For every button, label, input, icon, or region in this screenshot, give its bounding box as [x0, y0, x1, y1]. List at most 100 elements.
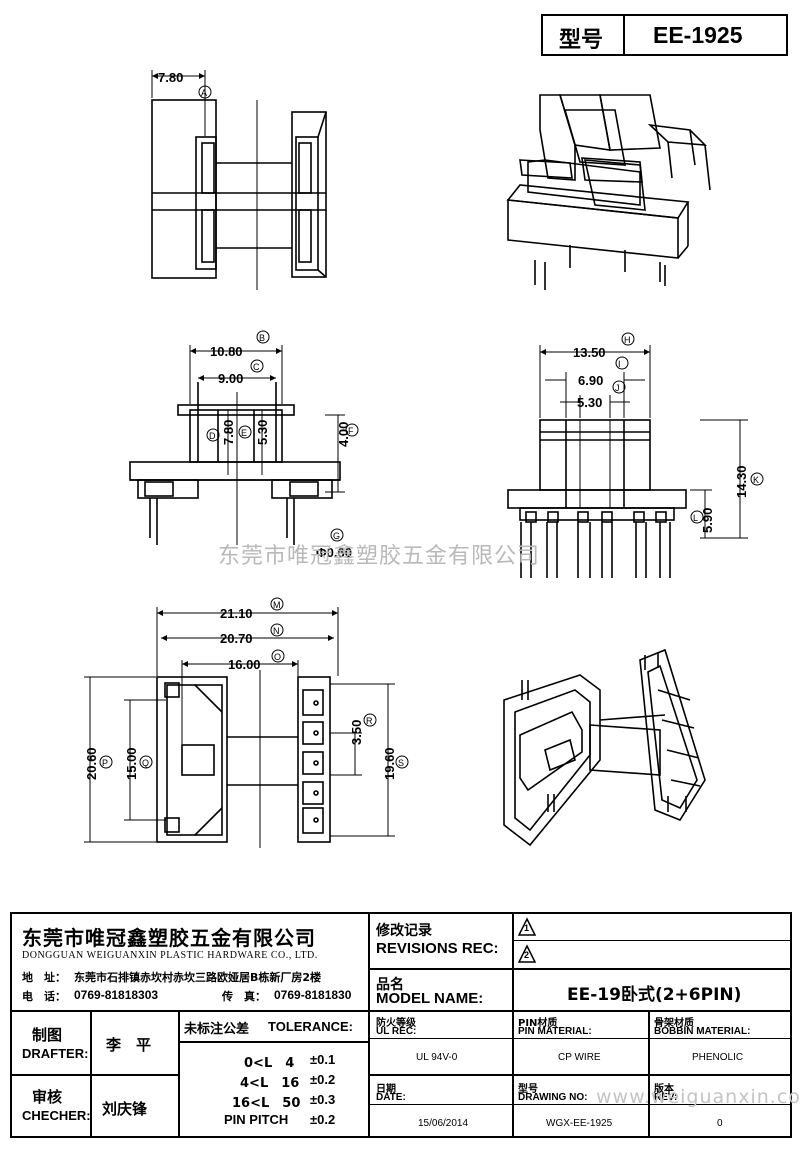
dim-bottom-h3: 19.60: [382, 747, 397, 780]
tolerance-label-en: TOLERANCE:: [268, 1019, 353, 1034]
pin-material-value: CP WIRE: [558, 1052, 601, 1063]
pin-material-label-en: PIN MATERIAL:: [518, 1026, 592, 1037]
checker-label-cn: 审核: [32, 1088, 63, 1106]
bottom-view: [84, 607, 395, 848]
company-fax-label: 传 真：: [222, 990, 266, 1003]
title-block: 东莞市唯冠鑫塑胶五金有限公司 DONGGUAN WEIGUANXIN PLAST…: [10, 912, 792, 1138]
dim-tag-j: J: [615, 383, 620, 393]
dim-tag-s: S: [398, 758, 404, 768]
dim-front-flange: 4.00: [336, 422, 351, 447]
model-header-label: 型号: [559, 28, 604, 53]
dim-side-base: 5.90: [700, 508, 715, 533]
company-name-en: DONGGUAN WEIGUANXIN PLASTIC HARDWARE CO.…: [22, 950, 318, 961]
company-address: 东莞市石排镇赤坎村赤坎三路欧娅居B栋新厂房2楼: [74, 971, 322, 984]
dim-side-outer: 13.50: [573, 345, 606, 360]
dim-tag-l: L: [693, 513, 698, 523]
front-view: [129, 345, 345, 545]
drawing-no-label-cn: 型号: [518, 1084, 538, 1095]
tolerance-row-4-range: PIN PITCH: [224, 1112, 289, 1127]
tolerance-row-2-value: ±0.2: [310, 1072, 336, 1087]
tolerance-label-cn: 未标注公差: [184, 1022, 250, 1037]
dim-bottom-w2: 20.70: [220, 631, 253, 646]
dim-bottom-h2: 15.00: [124, 747, 139, 780]
pin-material-label-cn: PIN材质: [518, 1018, 558, 1029]
drafter-label-en: DRAFTER:: [22, 1046, 89, 1061]
model-name-value: EE-19卧式(2+6PIN): [567, 985, 742, 1005]
dim-tag-o: O: [274, 652, 281, 662]
drawing-no-label-en: DRAWING NO:: [518, 1092, 588, 1103]
revision-triangle-1-icon: [517, 917, 537, 936]
tolerance-row-3-range: 16<L 50: [232, 1096, 301, 1111]
dim-side-mid: 6.90: [578, 373, 603, 388]
company-phone-label: 电 话：: [22, 990, 66, 1003]
watermark: 东莞市唯冠鑫塑胶五金有限公司: [218, 544, 541, 569]
dim-tag-i: I: [618, 359, 621, 369]
dim-tag-b: B: [259, 333, 265, 343]
bobbin-material-label-en: BOBBIN MATERIAL:: [654, 1026, 751, 1037]
ul-value: UL 94V-0: [416, 1052, 458, 1063]
dim-front-height-b: 5.30: [255, 420, 270, 445]
tolerance-row-2-range: 4<L 16: [240, 1076, 300, 1091]
dim-tag-h: H: [624, 335, 631, 345]
dim-tag-q: Q: [142, 758, 149, 768]
tolerance-row-1-value: ±0.1: [310, 1052, 336, 1067]
revision-triangle-2-icon: [517, 944, 537, 963]
dim-tag-c: C: [253, 362, 260, 372]
dim-bottom-pitch: 3.50: [349, 720, 364, 745]
company-phone: 0769-81818303: [74, 988, 159, 1002]
tolerance-row-4-value: ±0.2: [310, 1112, 336, 1127]
company-name-cn: 东莞市唯冠鑫塑胶五金有限公司: [22, 926, 316, 950]
bobbin-material-label-cn: 骨架材质: [654, 1018, 694, 1029]
dim-tag-f: F: [348, 426, 354, 436]
side-view: [507, 345, 748, 578]
rev-label-cn: 版本: [654, 1084, 674, 1095]
checker-label-en: CHECHER:: [22, 1108, 91, 1123]
dim-front-pin-dia: Φ0.60: [316, 545, 352, 560]
dim-front-outer: 10.80: [210, 344, 243, 359]
model-name-label-en: MODEL NAME:: [376, 990, 484, 1007]
dim-tag-e: E: [241, 428, 247, 438]
dim-side-inner: 5.30: [577, 395, 602, 410]
dim-tag-p: P: [102, 758, 108, 768]
tolerance-row-1-range: 0<L 4: [244, 1056, 295, 1071]
dim-bottom-h1: 20.60: [84, 747, 99, 780]
model-name-label-cn: 品名: [376, 977, 404, 993]
model-header-value: EE-1925: [653, 22, 743, 48]
ul-label-cn: 防火等级: [376, 1018, 416, 1029]
dim-tag-g: G: [333, 531, 340, 541]
tolerance-row-3-value: ±0.3: [310, 1092, 336, 1107]
checker-name: 刘庆锋: [102, 1100, 148, 1118]
revisions-label-cn: 修改记录: [376, 923, 432, 939]
model-header-box: 型号 EE-1925: [541, 14, 788, 56]
revision-2-number: 2: [524, 950, 530, 960]
dim-front-inner: 9.00: [218, 371, 243, 386]
dim-tag-r: R: [366, 716, 373, 726]
rev-label-en: REV:: [654, 1092, 678, 1103]
dim-tag-k: K: [753, 475, 759, 485]
drafter-name: 李 平: [106, 1036, 152, 1054]
dim-side-height: 14.30: [734, 465, 749, 498]
dim-front-height-a: 7.80: [221, 420, 236, 445]
dim-tag-m: M: [273, 600, 281, 610]
ul-label-en: UL REC:: [376, 1026, 417, 1037]
date-label-cn: 日期: [376, 1084, 396, 1095]
company-address-label: 地 址：: [22, 971, 66, 984]
dim-bottom-w1: 21.10: [220, 606, 253, 621]
dim-bottom-w3: 16.00: [228, 657, 261, 672]
drafter-label-cn: 制图: [32, 1026, 63, 1044]
isometric-view-top: [506, 94, 711, 290]
bobbin-material-value: PHENOLIC: [692, 1052, 744, 1063]
revisions-label-en: REVISIONS REC:: [376, 940, 499, 957]
date-value: 15/06/2014: [418, 1118, 469, 1129]
watermark-url: www.weiguanxin.com: [596, 1086, 800, 1108]
revision-1-number: 1: [524, 923, 530, 933]
drawing-no-value: WGX-EE-1925: [546, 1118, 613, 1129]
company-fax: 0769-8181830: [274, 988, 352, 1002]
dim-tag-n: N: [273, 626, 280, 636]
rev-value: 0: [717, 1118, 723, 1129]
date-label-en: DATE:: [376, 1092, 406, 1103]
technical-drawing: 7.80 A: [84, 70, 764, 848]
dim-tag-d: D: [209, 431, 216, 441]
isometric-view-bottom: [503, 648, 706, 847]
dim-tag-a: A: [201, 88, 207, 98]
